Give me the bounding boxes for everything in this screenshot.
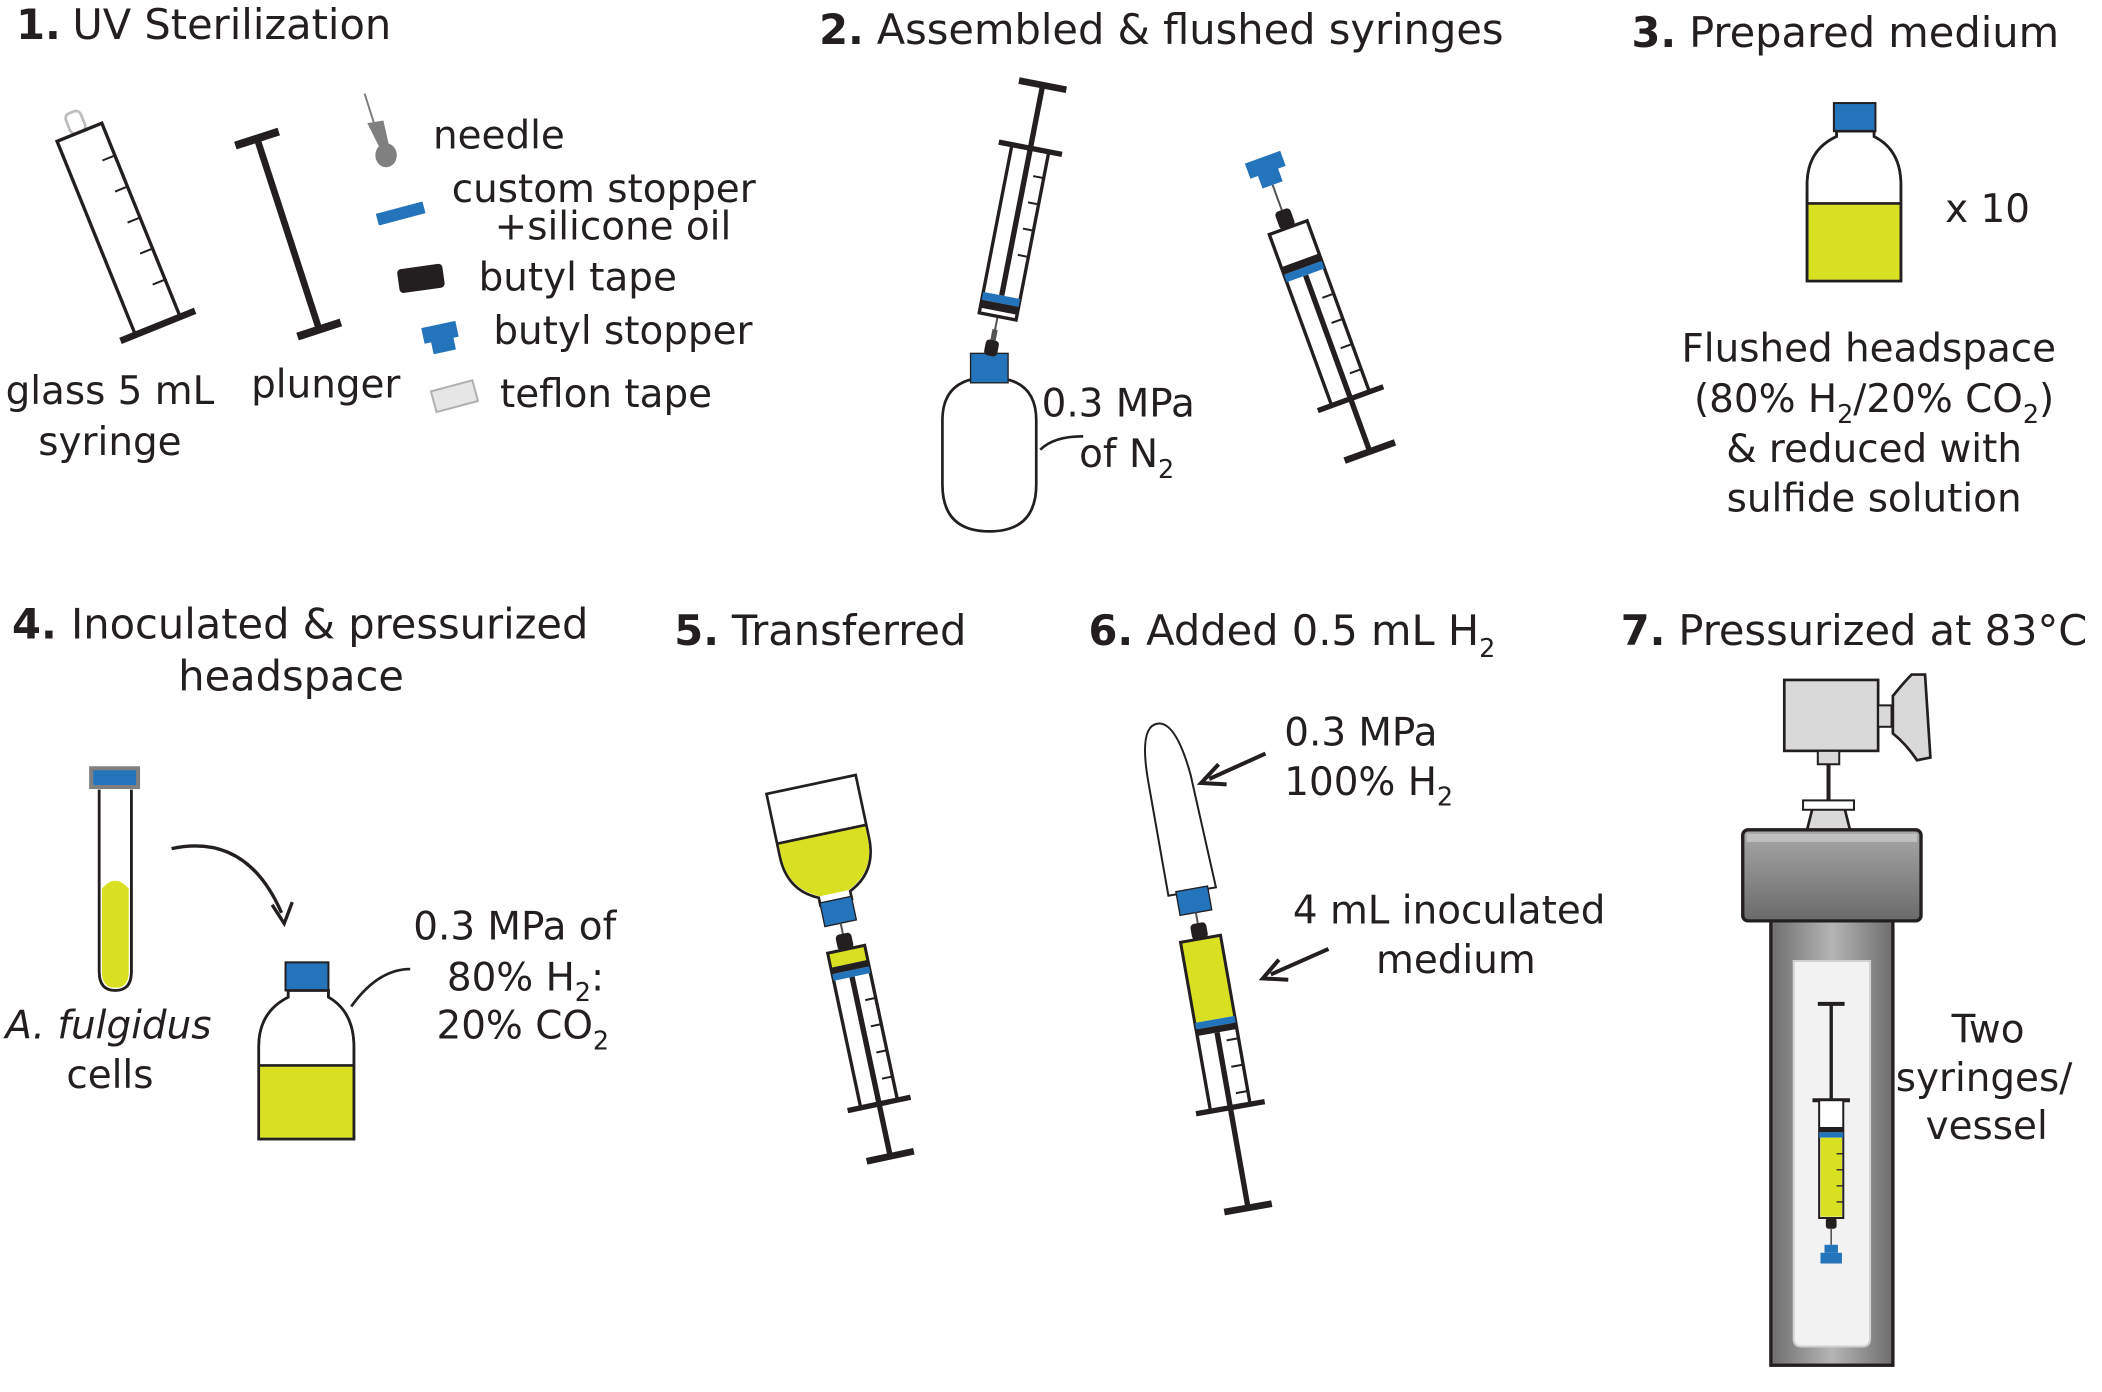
panel-6-title: Added 0.5 mL H2	[1146, 606, 1495, 664]
transfer-arrowhead	[270, 901, 294, 928]
inoculated-bottle-icon	[257, 961, 356, 1141]
pressure-vessel-icon	[1741, 673, 1932, 1367]
h2-balloon-syringe-icon	[1144, 722, 1273, 1216]
panel-2-pointer	[1039, 435, 1084, 451]
transferred-assembly-icon	[764, 773, 915, 1165]
panel-3-line-4: sulfide solution	[1727, 476, 2022, 521]
teflon-tape-icon	[429, 379, 480, 414]
panel-4-number: 4.	[12, 599, 57, 648]
cells-label-1: A. fulgidus	[2, 1004, 211, 1049]
panel-1-title: UV Sterilization	[72, 0, 391, 49]
panel-3-line-2: (80% H2/20% CO2)	[1694, 377, 2054, 430]
panel-4-gas-2: 80% H2:	[447, 955, 604, 1008]
needle-label: needle	[433, 114, 565, 159]
panel-7: 7. Pressurized at 83°C	[1621, 606, 2087, 1367]
panel-5-title: Transferred	[731, 606, 966, 655]
butyl-stopper-label: butyl stopper	[493, 309, 752, 354]
panel-7-label-1: Two	[1951, 1008, 2025, 1053]
panel-2-gas: of N2	[1079, 432, 1174, 485]
panel-4: 4. Inoculated & pressurized headspace A.…	[2, 599, 618, 1141]
custom-stopper-label-2: +silicone oil	[495, 205, 732, 250]
panel-6-balloon-2-b: 2	[1437, 783, 1453, 813]
panel-3-line-1: Flushed headspace	[1681, 326, 2056, 371]
panel-2-gas-sub: 2	[1158, 455, 1174, 485]
panel-6-balloon-2-a: 100% H	[1284, 760, 1437, 805]
panel-7-label-2: syringes/	[1896, 1056, 2073, 1101]
medium-arrow	[1258, 947, 1330, 982]
teflon-tape-label: teflon tape	[500, 372, 712, 417]
panel-4-gas-3: 20% CO2	[436, 1004, 609, 1057]
transfer-arrow	[171, 844, 284, 914]
medium-bottle-icon	[1805, 102, 1903, 283]
panel-6-title-a: Added 0.5 mL H	[1146, 606, 1479, 655]
panel-3: 3. Prepared medium x 10 Flushed headspac…	[1631, 8, 2059, 521]
panel-3-line-3: & reduced with	[1726, 427, 2022, 472]
flushed-syringe-icon	[1244, 150, 1397, 464]
panel-3-line-2-e: )	[2039, 377, 2054, 422]
panel-1: 1. UV Sterilization glass 5 mL syringe p…	[6, 0, 756, 465]
vessel-syringe-icon	[1812, 1001, 1850, 1264]
butyl-stopper-icon	[421, 320, 459, 355]
panel-4-gas-2-c: :	[591, 955, 604, 1000]
plunger-icon	[234, 127, 343, 341]
panel-2-title: Assembled & flushed syringes	[877, 5, 1504, 54]
panel-3-line-2-c: /20% CO	[1853, 377, 2023, 422]
panel-2-pressure: 0.3 MPa	[1042, 381, 1195, 426]
panel-5-number: 5.	[674, 606, 719, 655]
culture-tube-icon	[89, 766, 141, 992]
panel-2: 2. Assembled & flushed syringes 0.3 MPa …	[819, 5, 1504, 533]
panel-6-medium-1: 4 mL inoculated	[1293, 889, 1606, 934]
panel-2-number: 2.	[819, 5, 864, 54]
balloon-arrow	[1196, 751, 1267, 787]
butyl-tape-icon	[397, 263, 445, 293]
panel-3-line-2-b: 2	[1837, 400, 1853, 430]
panel-4-gas-3-b: 2	[593, 1026, 609, 1056]
panel-6-balloon-1: 0.3 MPa	[1284, 711, 1437, 756]
panel-7-number: 7.	[1621, 606, 1666, 655]
panel-3-line-2-a: (80% H	[1694, 377, 1837, 422]
panel-2-gas-text: of N	[1079, 432, 1158, 477]
panel-3-line-2-d: 2	[2023, 400, 2039, 430]
syringe-label-1: glass 5 mL	[6, 369, 215, 414]
panel-6-title-b: 2	[1479, 634, 1495, 664]
panel-4-title-1: Inoculated & pressurized	[71, 599, 588, 648]
glass-syringe-icon	[54, 109, 197, 344]
butyl-tape-label: butyl tape	[479, 255, 677, 300]
panel-6-balloon-2: 100% H2	[1284, 760, 1453, 813]
custom-stopper-label-1: custom stopper	[452, 167, 756, 212]
panel-7-label-3: vessel	[1926, 1104, 2048, 1149]
panel-3-multiplier: x 10	[1945, 187, 2030, 232]
panel-4-gas-2-a: 80% H	[447, 955, 575, 1000]
pressure-gauge-icon	[1782, 678, 1880, 753]
plunger-label: plunger	[251, 363, 400, 408]
panel-4-title-2: headspace	[178, 652, 404, 701]
panel-3-number: 3.	[1631, 8, 1676, 57]
needle-icon	[363, 93, 397, 168]
valve-handle-icon	[1891, 673, 1932, 762]
panel-4-gas-3-a: 20% CO	[436, 1004, 592, 1049]
panel-6-medium-2: medium	[1376, 938, 1536, 983]
panel-7-title: Pressurized at 83°C	[1678, 606, 2087, 655]
panel-6-number: 6.	[1089, 606, 1134, 655]
syringe-label-2: syringe	[38, 420, 181, 465]
panel-4-pointer	[350, 967, 411, 1008]
syringe-on-bottle-icon	[941, 77, 1067, 533]
cells-label-2: cells	[66, 1053, 153, 1098]
panel-3-title: Prepared medium	[1689, 8, 2059, 57]
panel-4-gas-1: 0.3 MPa of	[413, 905, 617, 950]
panel-6: 6. Added 0.5 mL H2 0.3 MPa 100% H2	[1089, 606, 1606, 1216]
custom-stopper-icon	[375, 201, 426, 226]
panel-4-gas-2-b: 2	[575, 978, 591, 1008]
panel-5: 5. Transferred	[674, 606, 966, 1165]
panel-1-number: 1.	[16, 0, 61, 49]
